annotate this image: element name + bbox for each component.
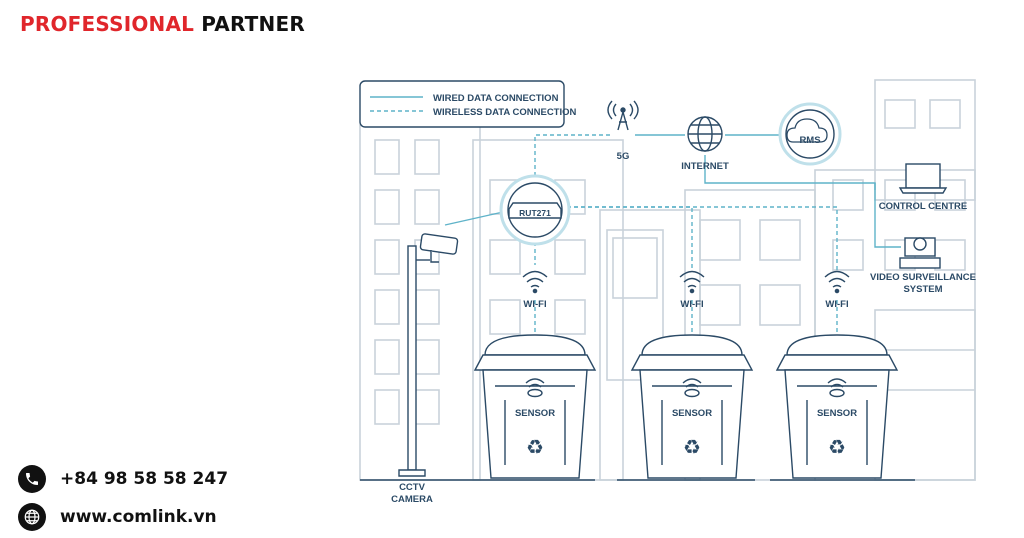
sensor-icon — [827, 378, 847, 398]
waste-bin-icon — [630, 334, 754, 479]
legend-wired-label: WIRED DATA CONNECTION — [433, 93, 559, 104]
recycle-icon: ♻ — [828, 437, 846, 459]
label-internet: INTERNET — [681, 161, 729, 172]
phone-number: +84 98 58 58 247 — [60, 469, 229, 489]
laptop-icon — [898, 163, 948, 194]
recycle-icon: ♻ — [526, 437, 544, 459]
connections — [444, 134, 901, 385]
internet-globe-icon — [687, 116, 723, 152]
bin-2-sensor-label: SENSOR — [672, 408, 712, 419]
bin-2-wifi-label: WI-FI — [680, 299, 703, 310]
bin-1: WI-FI SENSOR ♻ — [473, 270, 597, 479]
bin-3: WI-FI SENSOR ♻ — [775, 270, 899, 479]
globe-icon — [18, 503, 46, 531]
label-cctv-2: CAMERA — [391, 494, 433, 505]
wifi-icon — [824, 270, 850, 294]
label-5g: 5G — [617, 151, 630, 162]
wifi-icon — [522, 270, 548, 294]
label-cctv-1: CCTV — [399, 482, 426, 493]
bin-3-sensor-label: SENSOR — [817, 408, 857, 419]
contact-phone[interactable]: +84 98 58 58 247 — [18, 465, 228, 493]
label-rms: RMS — [799, 135, 820, 146]
website-url: www.comlink.vn — [60, 507, 217, 527]
rms-cloud-icon — [778, 102, 842, 166]
label-video-surveillance-1: VIDEO SURVEILLANCE — [870, 272, 976, 283]
waste-bin-icon — [775, 334, 899, 479]
bin-1-sensor-label: SENSOR — [515, 408, 555, 419]
wifi-icon — [679, 270, 705, 294]
tower-5g-icon — [607, 100, 639, 131]
label-video-surveillance-2: SYSTEM — [903, 284, 942, 295]
legend: WIRED DATA CONNECTION WIRELESS DATA CONN… — [359, 80, 577, 128]
waste-bin-icon — [473, 334, 597, 479]
label-control-centre: CONTROL CENTRE — [879, 201, 968, 212]
cctv-camera-icon — [398, 233, 459, 477]
sensor-icon — [525, 378, 545, 398]
contact-website[interactable]: www.comlink.vn — [18, 503, 217, 531]
recycle-icon: ♻ — [683, 437, 701, 459]
brand-title-rest: PARTNER — [201, 12, 305, 36]
router-icon — [499, 174, 571, 246]
brand-title-accent: PROFESSIONAL — [20, 12, 195, 36]
brand-title: PROFESSIONAL PARTNER — [20, 12, 305, 36]
phone-icon — [18, 465, 46, 493]
iot-smart-waste-diagram: WIRED DATA CONNECTION WIRELESS DATA CONN… — [359, 79, 976, 505]
sensor-icon — [682, 378, 702, 398]
legend-wireless-label: WIRELESS DATA CONNECTION — [433, 107, 577, 118]
bin-2: WI-FI SENSOR ♻ — [630, 270, 754, 479]
label-router: RUT271 — [519, 208, 551, 218]
operator-icon — [899, 237, 941, 269]
bin-3-wifi-label: WI-FI — [825, 299, 848, 310]
bin-1-wifi-label: WI-FI — [523, 299, 546, 310]
